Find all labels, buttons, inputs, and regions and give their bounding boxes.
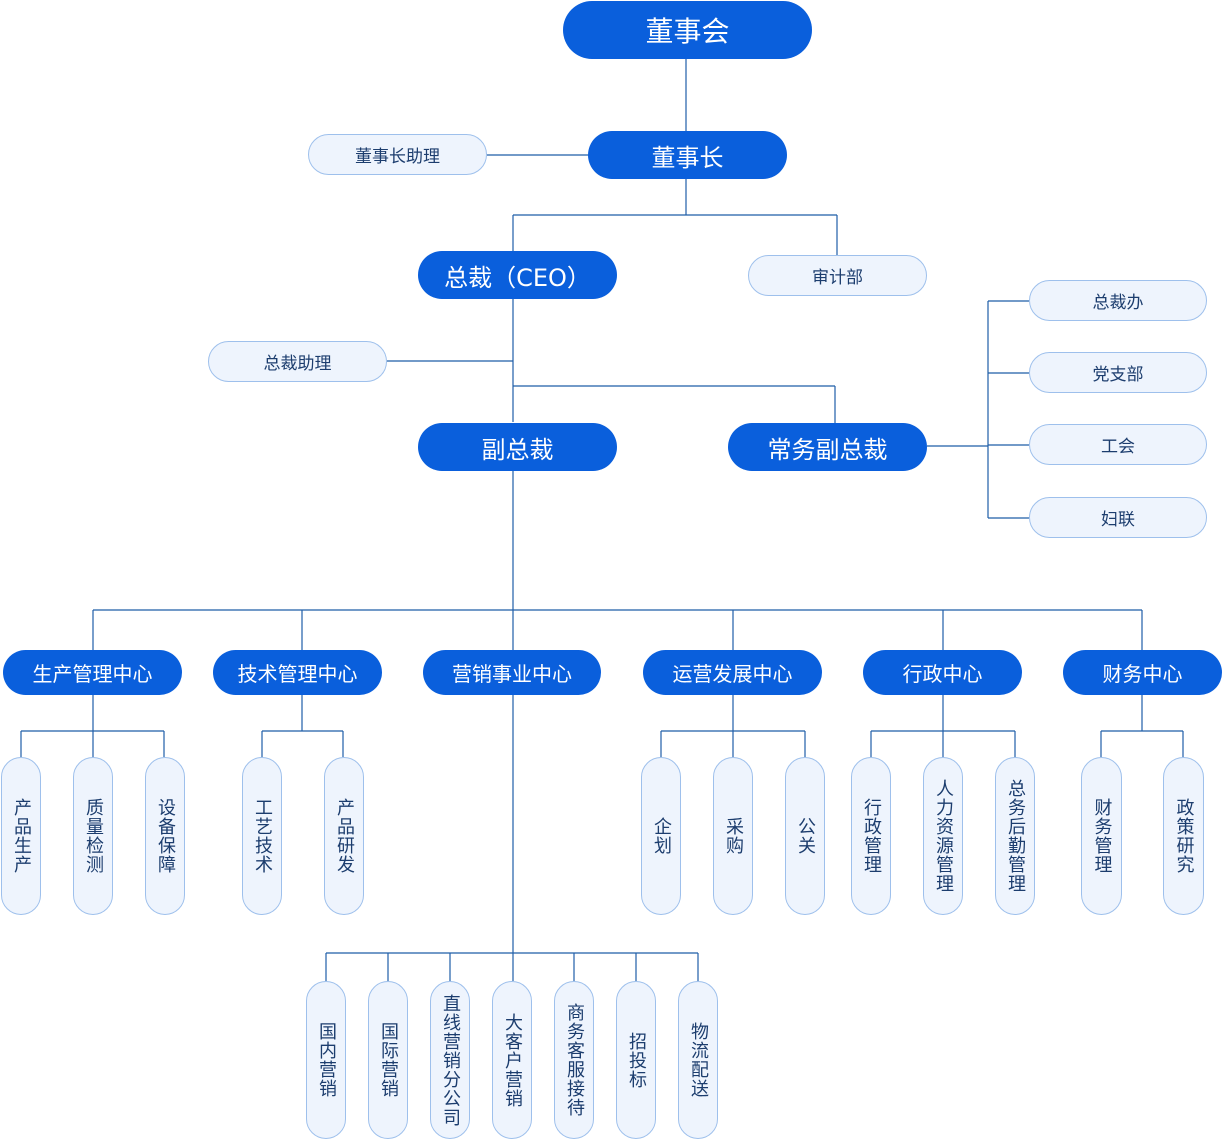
unit-box: 总务后勤管理 [995,757,1035,915]
unit-label: 人力资源管理 [933,779,954,893]
unit-label: 工艺技术 [252,798,273,874]
audit-label: 审计部 [812,268,863,288]
chairman-label: 董事长 [651,143,724,172]
unit-label: 产品研发 [334,798,355,874]
unit-label: 商务客服接待 [564,1003,585,1117]
board-node: 董事会 [563,1,812,59]
evp-unit-label: 党支部 [1092,365,1144,385]
evp-unit: 总裁办 [1029,280,1207,321]
unit-box: 产品研发 [324,757,364,915]
vp-node: 副总裁 [418,423,617,471]
center-label: 生产管理中心 [32,662,153,686]
unit-label: 大客户营销 [502,1012,523,1108]
evp-unit-label: 妇联 [1101,510,1135,530]
unit-box: 采购 [713,757,753,915]
evp-unit: 工会 [1029,424,1207,465]
unit-box: 大客户营销 [492,981,532,1139]
unit-box: 直线营销分公司 [430,981,470,1139]
ceo-assistant-label: 总裁助理 [263,354,332,374]
unit-label: 质量检测 [83,798,104,874]
unit-label: 财务管理 [1091,798,1113,874]
unit-box: 工艺技术 [242,757,282,915]
center-label: 技术管理中心 [237,662,358,686]
center-node: 运营发展中心 [643,650,822,695]
unit-box: 质量检测 [73,757,113,915]
ceo-node: 总裁（CEO） [418,251,617,299]
unit-box: 招投标 [616,981,656,1139]
unit-label: 国际营销 [378,1022,399,1098]
unit-label: 直线营销分公司 [440,993,461,1127]
center-label: 营销事业中心 [452,662,572,686]
unit-label: 采购 [723,817,744,855]
center-label: 财务中心 [1102,662,1183,686]
unit-label: 行政管理 [861,798,882,874]
evp-unit: 妇联 [1029,497,1207,538]
center-node: 技术管理中心 [213,650,382,695]
chairman-assistant-node: 董事长助理 [308,134,487,175]
unit-box: 公关 [785,757,825,915]
evp-unit: 党支部 [1029,352,1207,393]
unit-label: 设备保障 [155,798,176,874]
unit-label: 企划 [651,817,672,855]
chairman-node: 董事长 [588,131,787,179]
unit-box: 商务客服接待 [554,981,594,1139]
unit-label: 总务后勤管理 [1005,779,1026,893]
vp-label: 副总裁 [481,435,554,464]
center-node: 行政中心 [863,650,1022,695]
evp-node: 常务副总裁 [728,423,927,471]
unit-label: 政策研究 [1173,798,1195,874]
center-label: 行政中心 [902,662,983,686]
unit-label: 公关 [795,817,816,855]
unit-box: 行政管理 [851,757,891,915]
evp-unit-label: 总裁办 [1092,293,1144,313]
unit-box: 国内营销 [306,981,346,1139]
ceo-label: 总裁（CEO） [444,263,591,292]
unit-box: 产品生产 [1,757,41,915]
ceo-assistant-node: 总裁助理 [208,341,387,382]
unit-box: 物流配送 [678,981,718,1139]
center-node: 生产管理中心 [3,650,182,695]
center-node: 财务中心 [1063,650,1222,695]
unit-box: 政策研究 [1163,757,1204,915]
unit-box: 企划 [641,757,681,915]
evp-unit-label: 工会 [1101,437,1135,457]
board-label: 董事会 [645,15,730,48]
unit-box: 设备保障 [145,757,185,915]
unit-box: 人力资源管理 [923,757,963,915]
unit-label: 国内营销 [316,1022,337,1098]
center-label: 运营发展中心 [672,662,793,686]
unit-label: 物流配送 [688,1022,709,1098]
center-node: 营销事业中心 [423,650,601,695]
evp-label: 常务副总裁 [767,435,888,464]
unit-label: 产品生产 [11,798,32,874]
unit-box: 国际营销 [368,981,408,1139]
chairman-assistant-label: 董事长助理 [355,147,440,167]
audit-node: 审计部 [748,255,927,296]
unit-box: 财务管理 [1081,757,1122,915]
unit-label: 招投标 [626,1031,647,1089]
